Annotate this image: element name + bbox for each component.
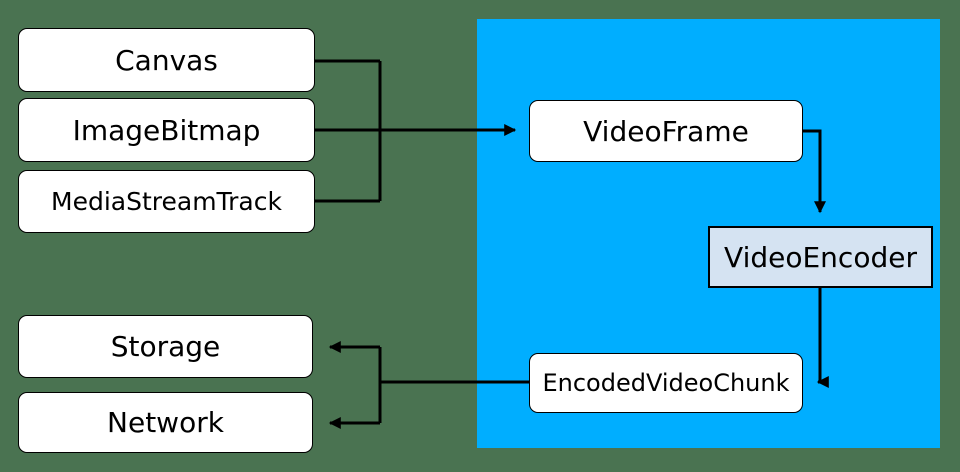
node-canvas-label: Canvas <box>115 43 218 77</box>
node-videoframe-label: VideoFrame <box>583 114 749 148</box>
node-network: Network <box>18 392 313 453</box>
node-videoencoder-label: VideoEncoder <box>724 240 917 274</box>
node-storage-label: Storage <box>110 330 221 363</box>
node-videoframe: VideoFrame <box>529 100 803 162</box>
node-storage: Storage <box>18 315 313 378</box>
node-imagebitmap-label: ImageBitmap <box>72 113 261 147</box>
node-mediastreamtrack: MediaStreamTrack <box>18 170 315 233</box>
node-videoencoder: VideoEncoder <box>708 226 933 288</box>
node-encodedvideochunk: EncodedVideoChunk <box>529 353 803 413</box>
edge-sources-merge <box>315 59 382 203</box>
node-imagebitmap: ImageBitmap <box>18 98 315 162</box>
node-mediastreamtrack-label: MediaStreamTrack <box>51 187 282 216</box>
node-network-label: Network <box>107 406 224 439</box>
node-encodedvideochunk-label: EncodedVideoChunk <box>542 369 790 397</box>
node-canvas: Canvas <box>18 28 315 92</box>
